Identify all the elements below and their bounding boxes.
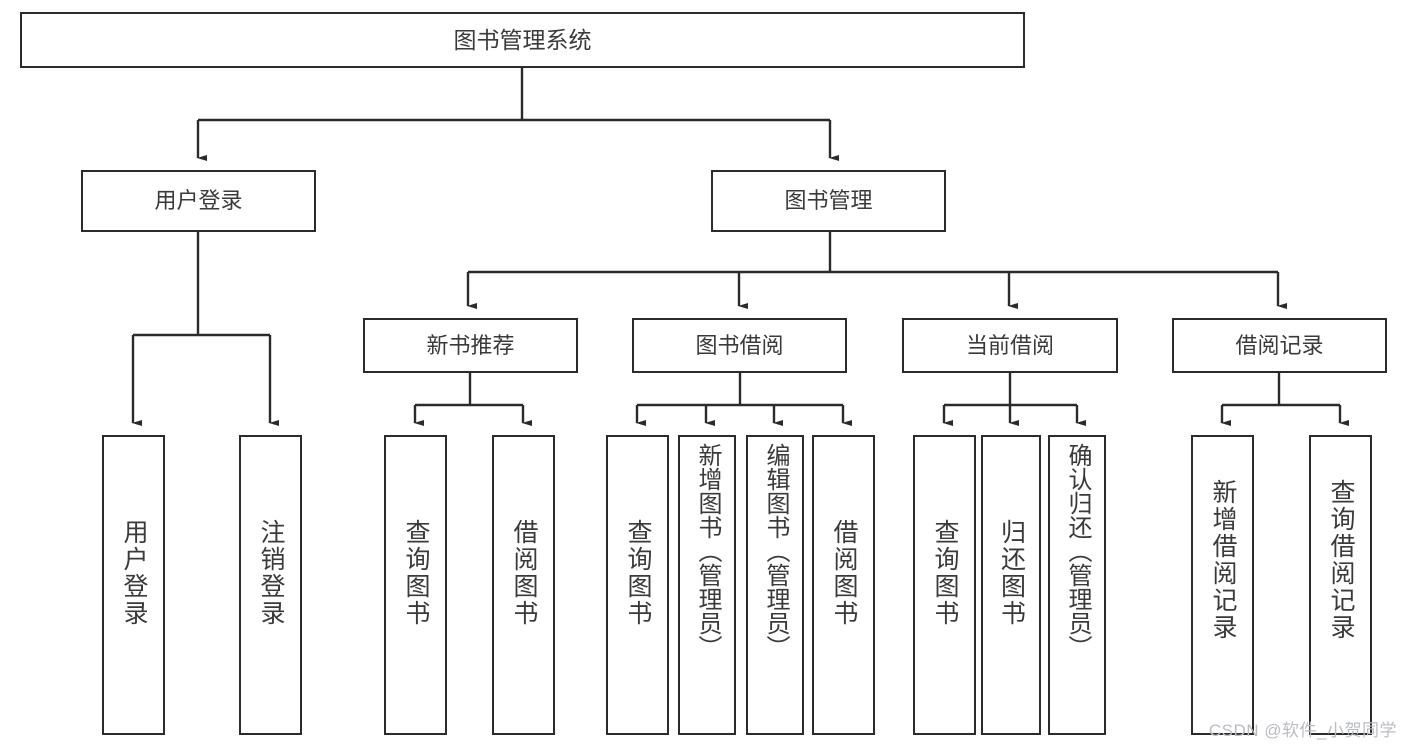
leaf-user-login[interactable]: 用户登录 bbox=[102, 435, 165, 735]
node-user-login[interactable]: 用户登录 bbox=[81, 170, 316, 232]
node-label: 注销登录 bbox=[257, 519, 285, 627]
node-label: 借阅图书 bbox=[830, 519, 858, 627]
node-label: 用户登录 bbox=[120, 519, 148, 627]
node-root-system[interactable]: 图书管理系统 bbox=[20, 12, 1025, 68]
node-label: 查询图书 bbox=[931, 519, 959, 627]
node-label: 新增图书（管理员） bbox=[694, 443, 721, 659]
node-label: 图书管理 bbox=[784, 188, 873, 214]
leaf-query-borrow-record[interactable]: 查询借阅记录 bbox=[1309, 435, 1372, 735]
leaf-borrow-book[interactable]: 借阅图书 bbox=[812, 435, 875, 735]
leaf-confirm-return-admin[interactable]: 确认归还（管理员） bbox=[1048, 435, 1106, 735]
node-label: 新增借阅记录 bbox=[1209, 479, 1237, 641]
node-label: 确认归还（管理员） bbox=[1064, 443, 1091, 659]
node-book-borrow[interactable]: 图书借阅 bbox=[632, 318, 847, 373]
node-borrow-record[interactable]: 借阅记录 bbox=[1172, 318, 1387, 373]
leaf-return-book[interactable]: 归还图书 bbox=[981, 435, 1041, 735]
node-label: 查询图书 bbox=[624, 519, 652, 627]
node-label: 新书推荐 bbox=[426, 332, 515, 358]
node-label: 用户登录 bbox=[154, 188, 243, 214]
leaf-query-book-current[interactable]: 查询图书 bbox=[913, 435, 976, 735]
node-label: 图书管理系统 bbox=[453, 26, 592, 53]
node-label: 编辑图书（管理员） bbox=[762, 443, 789, 659]
node-label: 图书借阅 bbox=[695, 332, 784, 358]
leaf-edit-book-admin[interactable]: 编辑图书（管理员） bbox=[746, 435, 804, 735]
watermark-text: CSDN @软件_小贺同学 bbox=[1208, 721, 1397, 740]
node-label: 查询借阅记录 bbox=[1327, 479, 1355, 641]
leaf-add-book-admin[interactable]: 新增图书（管理员） bbox=[678, 435, 736, 735]
node-label: 借阅图书 bbox=[510, 519, 538, 627]
node-label: 归还图书 bbox=[997, 519, 1026, 627]
node-label: 借阅记录 bbox=[1235, 332, 1324, 358]
node-label: 查询图书 bbox=[402, 519, 430, 627]
node-new-book-recommend[interactable]: 新书推荐 bbox=[363, 318, 578, 373]
node-label: 当前借阅 bbox=[965, 332, 1054, 358]
leaf-logout[interactable]: 注销登录 bbox=[239, 435, 302, 735]
node-book-management[interactable]: 图书管理 bbox=[711, 170, 946, 232]
node-current-borrow[interactable]: 当前借阅 bbox=[902, 318, 1118, 373]
leaf-query-book-borrow[interactable]: 查询图书 bbox=[606, 435, 669, 735]
leaf-add-borrow-record[interactable]: 新增借阅记录 bbox=[1191, 435, 1254, 735]
leaf-borrow-book-rec[interactable]: 借阅图书 bbox=[492, 435, 555, 735]
leaf-query-book-rec[interactable]: 查询图书 bbox=[384, 435, 447, 735]
